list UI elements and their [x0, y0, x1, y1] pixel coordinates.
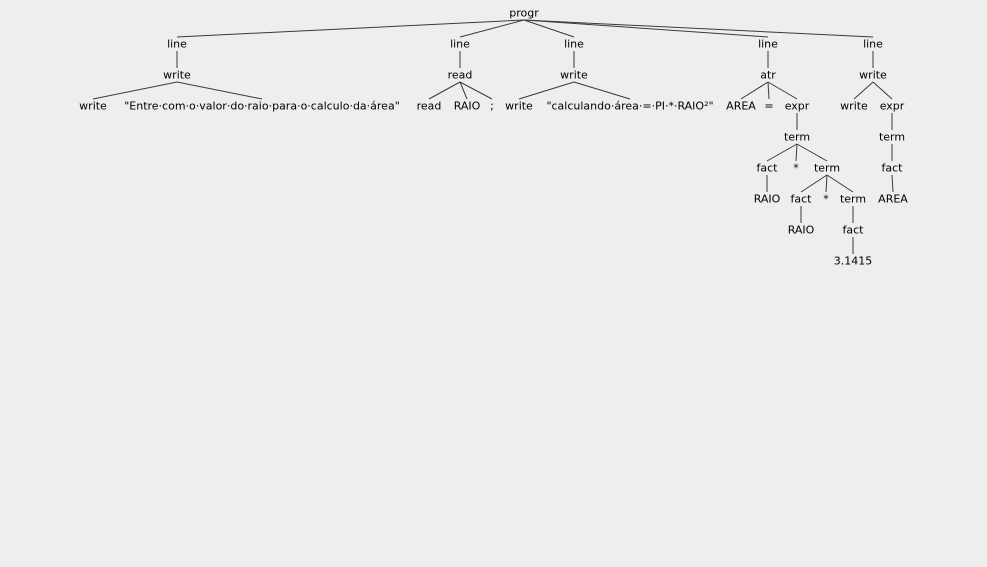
tree-node-asterisk: *: [793, 162, 799, 175]
tree-node-expr: expr: [880, 100, 905, 113]
tree-node-term: term: [879, 131, 905, 144]
tree-node-term: term: [814, 162, 840, 175]
tree-node-line: line: [758, 38, 778, 51]
tree-edge: [176, 19, 525, 38]
tree-node-area: AREA: [878, 193, 908, 206]
tree-node-fact: fact: [791, 193, 813, 206]
tree-node-equals: =: [764, 100, 773, 113]
tree-node-read: read: [448, 69, 473, 82]
tree-edge: [796, 143, 828, 162]
tree-node-calculando-rea-pi-raio: "calculando·área·=·PI·*·RAIO²": [546, 100, 713, 113]
tree-node-entre-com-o-valor-do-raio-para-o-calculo-da-rea: "Entre·com·o·valor·do·raio·para·o·calcul…: [124, 100, 400, 113]
tree-edge: [825, 174, 828, 193]
tree-node-write: write: [163, 69, 191, 82]
tree-node-fact: fact: [757, 162, 779, 175]
tree-edge: [795, 143, 798, 162]
tree-edge: [92, 81, 178, 100]
tree-node-line: line: [863, 38, 883, 51]
tree-node-semicolon: ;: [490, 100, 494, 113]
tree-edge: [523, 19, 769, 38]
tree-edge: [767, 81, 770, 100]
tree-edge: [523, 19, 874, 38]
tree-node-line: line: [167, 38, 187, 51]
tree-node-term: term: [784, 131, 810, 144]
tree-node-raio: RAIO: [754, 193, 781, 206]
tree-node-term: term: [840, 193, 866, 206]
tree-edge: [767, 81, 798, 100]
tree-node-expr: expr: [785, 100, 810, 113]
tree-edge: [573, 81, 631, 100]
tree-edge: [459, 81, 493, 100]
tree-edge: [740, 81, 769, 100]
tree-nodes: write "Entre·com·o·valor·do·raio·para·o·c…: [79, 7, 908, 268]
tree-edge: [518, 81, 575, 100]
tree-node-raio: RAIO: [788, 224, 815, 237]
tree-node-3-1415: 3.1415: [834, 255, 873, 268]
tree-node-fact: fact: [843, 224, 865, 237]
tree-edge: [428, 81, 461, 100]
tree-node-atr: atr: [760, 69, 776, 82]
tree-edge: [523, 19, 575, 38]
tree-node-read: read: [417, 100, 442, 113]
tree-node-raio: RAIO: [454, 100, 481, 113]
tree-edge: [891, 174, 894, 193]
tree-edge: [826, 174, 854, 193]
tree-edge: [176, 81, 263, 100]
tree-edge: [872, 81, 893, 100]
tree-node-line: line: [450, 38, 470, 51]
tree-node-progr: progr: [509, 7, 539, 20]
tree-node-asterisk: *: [823, 193, 829, 206]
tree-edge: [853, 81, 874, 100]
tree-node-fact: fact: [882, 162, 904, 175]
tree-edge: [800, 174, 828, 193]
tree-edge: [459, 19, 525, 38]
tree-node-area: AREA: [726, 100, 756, 113]
tree-edge: [766, 143, 798, 162]
tree-node-line: line: [564, 38, 584, 51]
tree-node-write: write: [79, 100, 107, 113]
tree-node-write: write: [505, 100, 533, 113]
tree-edges: [92, 19, 894, 254]
tree-edge: [459, 81, 468, 100]
tree-node-write: write: [840, 100, 868, 113]
tree-node-write: write: [560, 69, 588, 82]
tree-node-write: write: [859, 69, 887, 82]
